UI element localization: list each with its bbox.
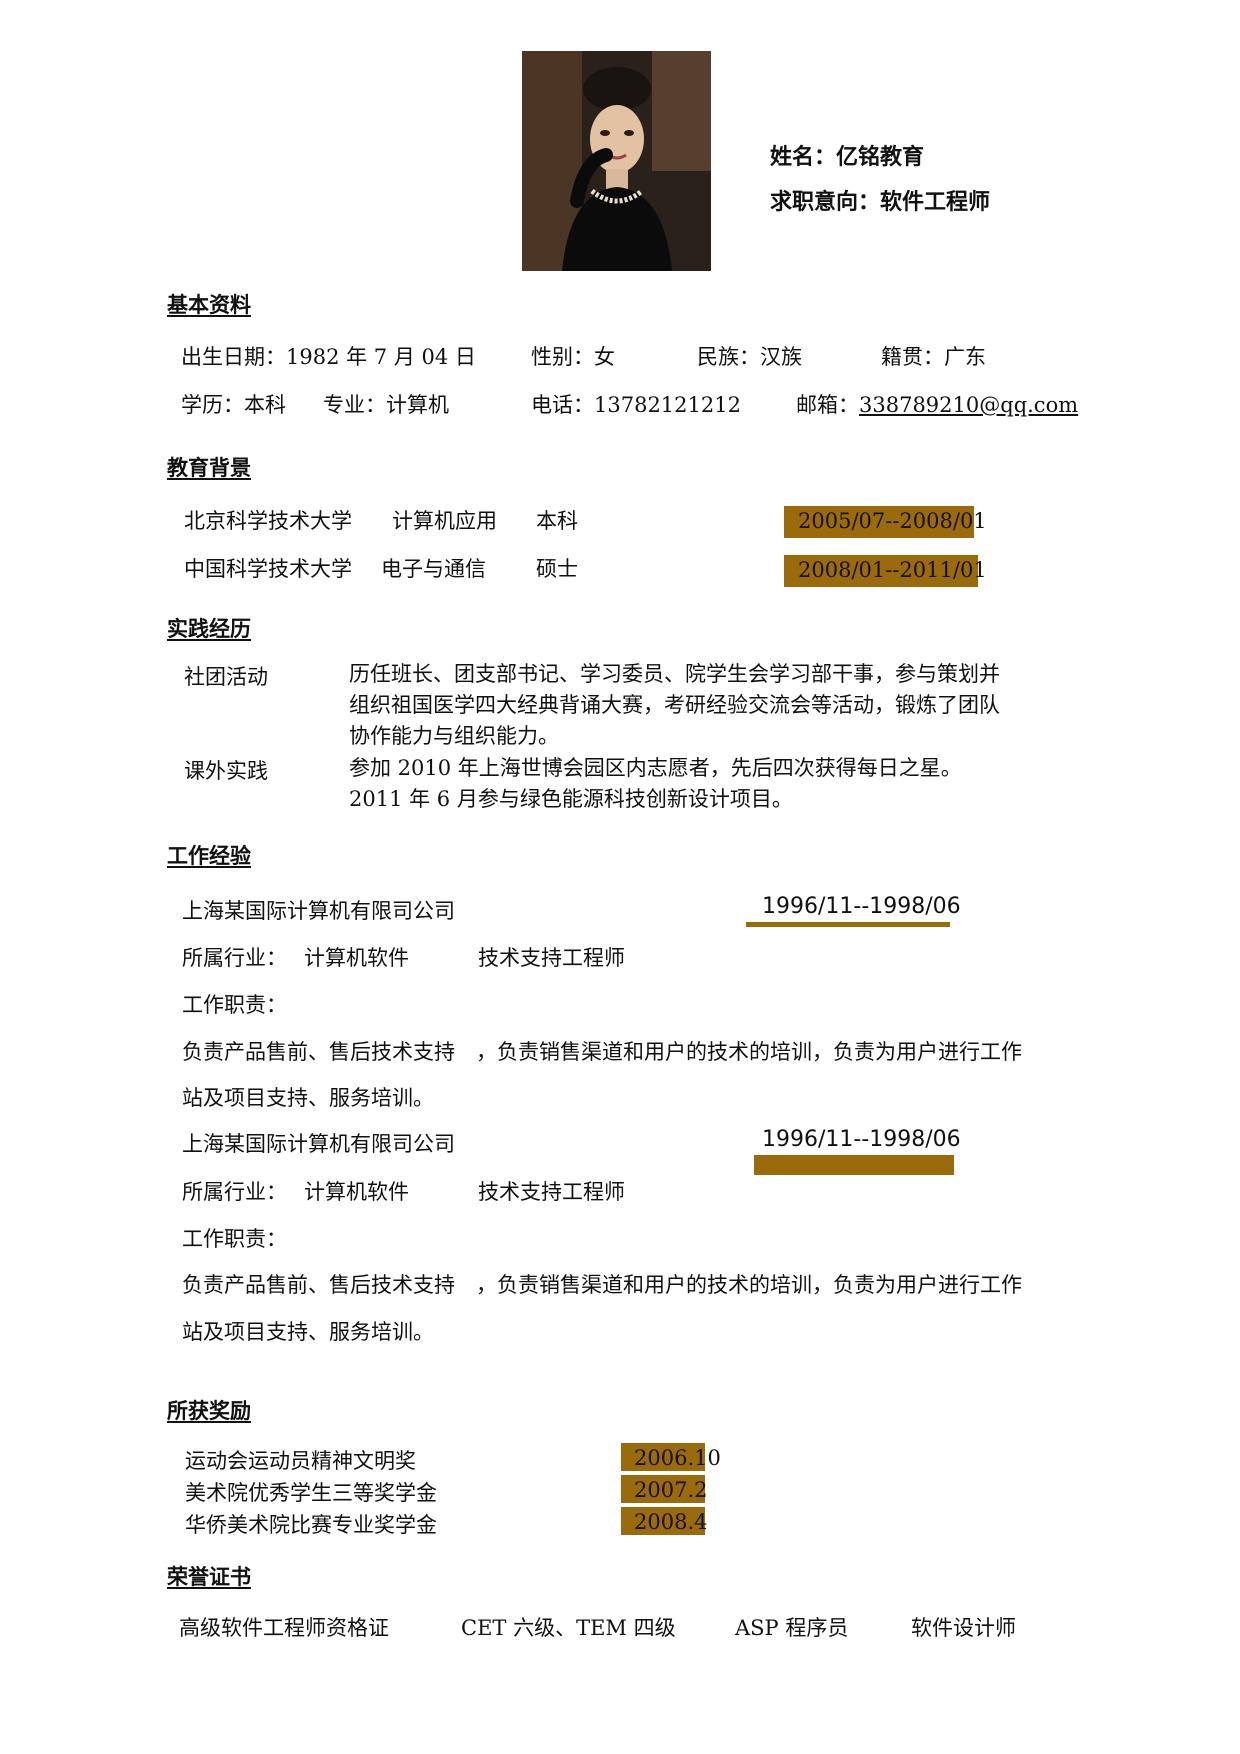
industry-label: 所属行业：	[182, 946, 287, 970]
award-date: 2007.2	[621, 1475, 707, 1503]
degree: 学历：本科	[181, 393, 286, 417]
school-major: 计算机应用	[392, 509, 497, 533]
award-date: 2006.10	[621, 1443, 721, 1471]
award-name: 运动会运动员精神文明奖	[185, 1449, 416, 1473]
section-title-basic: 基本资料	[167, 292, 251, 317]
cert-item: CET 六级、TEM 四级	[461, 1616, 676, 1640]
job-period-bar	[754, 1155, 954, 1175]
practice-line: 协作能力与组织能力。	[349, 724, 559, 748]
job-company: 上海某国际计算机有限司公司	[182, 1132, 455, 1156]
email-row: 邮箱：338789210@qq.com	[796, 389, 1078, 419]
cert-item: 高级软件工程师资格证	[179, 1616, 389, 1640]
practice-desc: 历任班长、团支部书记、学习委员、院学生会学习部干事，参与策划并 组织祖国医学四大…	[349, 659, 1049, 752]
school-degree: 硕士	[536, 557, 578, 581]
major: 专业：计算机	[323, 393, 449, 417]
phone: 电话：13782121212	[531, 393, 741, 417]
practice-label: 社团活动	[184, 665, 268, 689]
section-title-work: 工作经验	[167, 843, 251, 868]
birth-date: 出生日期：1982 年 7 月 04 日	[181, 345, 476, 369]
practice-line: 2011 年 6 月参与绿色能源科技创新设计项目。	[349, 787, 793, 811]
section-title-awards: 所获奖励	[167, 1398, 251, 1423]
job-period-bar	[746, 922, 950, 927]
duty-label: 工作职责：	[182, 993, 287, 1017]
cert-item: 软件设计师	[911, 1616, 1016, 1640]
practice-label: 课外实践	[184, 759, 268, 783]
practice-desc: 参加 2010 年上海世博会园区内志愿者，先后四次获得每日之星。 2011 年 …	[349, 753, 1049, 815]
school-degree: 本科	[536, 509, 578, 533]
duty-label: 工作职责：	[182, 1227, 287, 1251]
practice-line: 历任班长、团支部书记、学习委员、院学生会学习部干事，参与策划并	[349, 662, 1000, 686]
job-period: 1996/11--1998/06	[762, 894, 961, 919]
cert-item: ASP 程序员	[735, 1616, 849, 1640]
job-company: 上海某国际计算机有限司公司	[182, 899, 455, 923]
award-name: 华侨美术院比赛专业奖学金	[185, 1513, 437, 1537]
school: 中国科学技术大学	[184, 557, 352, 581]
section-title-practice: 实践经历	[167, 616, 251, 641]
profile-photo	[522, 51, 711, 271]
award-name: 美术院优秀学生三等奖学金	[185, 1481, 437, 1505]
award-date: 2008.4	[621, 1507, 707, 1535]
job-intent: 求职意向：软件工程师	[770, 189, 991, 215]
duty-text: 站及项目支持、服务培训。	[182, 1320, 434, 1344]
industry-label: 所属行业：	[182, 1180, 287, 1204]
email-link[interactable]: 338789210@qq.com	[859, 393, 1079, 417]
school-major: 电子与通信	[381, 557, 486, 581]
industry: 计算机软件	[304, 1180, 409, 1204]
section-title-certs: 荣誉证书	[167, 1564, 251, 1589]
practice-line: 参加 2010 年上海世博会园区内志愿者，先后四次获得每日之星。	[349, 756, 962, 780]
ethnicity: 民族：汉族	[697, 345, 802, 369]
candidate-name: 姓名：亿铭教育	[770, 144, 925, 170]
job-position: 技术支持工程师	[478, 946, 625, 970]
industry: 计算机软件	[304, 946, 409, 970]
school: 北京科学技术大学	[184, 509, 352, 533]
duty-text: 站及项目支持、服务培训。	[182, 1086, 434, 1110]
gender: 性别：女	[531, 345, 615, 369]
duty-text: 负责产品售前、售后技术支持 ，负责销售渠道和用户的技术的培训，负责为用户进行工作	[182, 1040, 1022, 1064]
section-title-education: 教育背景	[167, 455, 251, 480]
duty-text: 负责产品售前、售后技术支持 ，负责销售渠道和用户的技术的培训，负责为用户进行工作	[182, 1273, 1022, 1297]
practice-line: 组织祖国医学四大经典背诵大赛，考研经验交流会等活动，锻炼了团队	[349, 693, 1000, 717]
education-period: 2005/07--2008/01	[784, 506, 987, 538]
education-period: 2008/01--2011/01	[784, 555, 987, 587]
email-label: 邮箱：	[796, 393, 859, 417]
job-position: 技术支持工程师	[478, 1180, 625, 1204]
job-period: 1996/11--1998/06	[762, 1127, 961, 1152]
native-place: 籍贯：广东	[881, 345, 986, 369]
